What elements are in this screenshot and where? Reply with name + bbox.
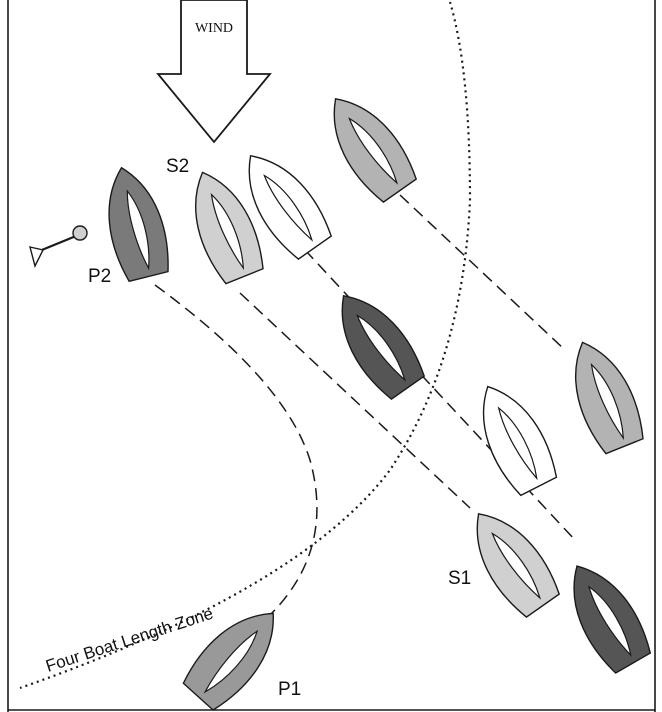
track-s2: [239, 292, 471, 509]
boat-top: [333, 98, 418, 203]
boat-charcoal-low: [573, 565, 652, 674]
wind-label: WIND: [195, 21, 233, 36]
label-s1: S1: [448, 568, 471, 589]
boat-right: [575, 341, 644, 455]
mark-icon: [29, 225, 88, 268]
zone-label: Four Boat Length Zone: [43, 604, 215, 676]
boat-p1: [182, 612, 274, 711]
boat-white-low: [482, 385, 558, 497]
track-p: [154, 284, 318, 616]
boat-s2: [195, 171, 264, 285]
boat-white: [248, 155, 333, 260]
label-s2: S2: [166, 156, 189, 177]
zone-boundary: [19, 1, 472, 690]
track-top: [399, 194, 566, 351]
track-white: [304, 249, 576, 541]
label-p1: P1: [278, 679, 301, 700]
boat-p2: [108, 166, 169, 283]
label-p2: P2: [88, 266, 111, 287]
wind-arrow: WIND: [156, 0, 272, 144]
boat-charcoal-mid: [341, 295, 426, 400]
boat-s1: [476, 513, 561, 618]
